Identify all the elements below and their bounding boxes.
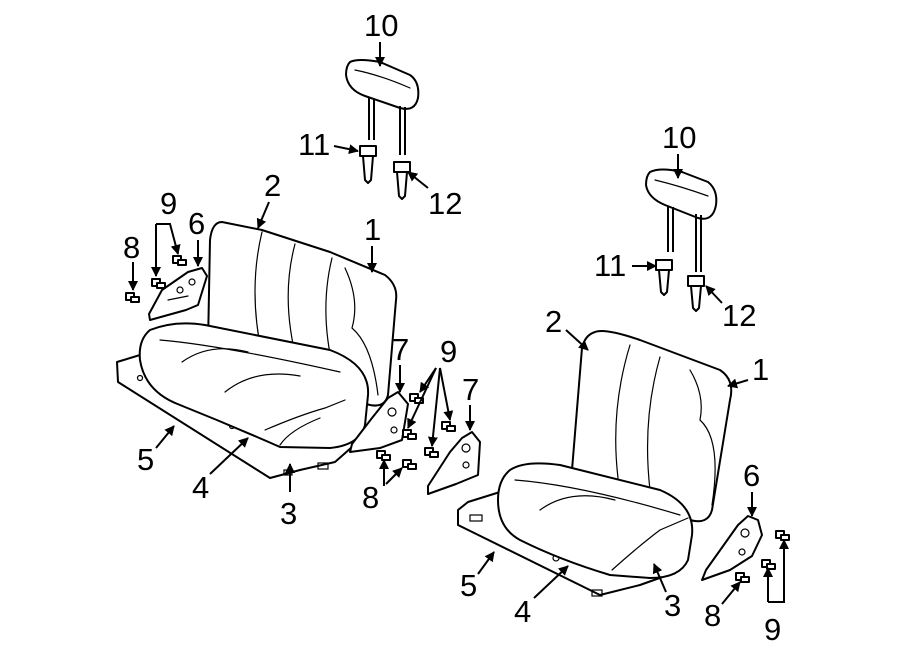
callout-11-left: 11 [298,127,330,162]
bucket-seat-assembly [457,330,790,597]
bolt [402,459,417,470]
bench-right-hinge-bracket [427,431,481,495]
bench-seat-assembly [116,221,481,495]
callout-3-left: 3 [280,496,297,531]
callout-8-left: 8 [123,230,140,265]
bench-left-hinge-bracket [148,267,208,321]
callout-12-right: 12 [722,298,756,333]
leader-lines [128,42,789,605]
callout-9-left: 9 [160,186,177,221]
right-headrest-assembly [645,168,718,312]
callout-5-left: 5 [137,442,154,477]
left-headrest-guide-11 [359,145,377,184]
bucket-frame-holes [469,514,603,597]
callout-1-left: 1 [364,212,381,247]
bucket-hinge-bracket [701,515,763,581]
callout-10-left: 10 [364,8,398,43]
callout-12-left: 12 [428,186,462,221]
callout-6-right: 6 [743,458,760,493]
bucket-bolts [735,530,790,583]
bolt [376,450,391,461]
callout-11-right: 11 [594,248,626,283]
bolt [172,255,187,266]
callout-10-right: 10 [662,120,696,155]
callout-7-center: 7 [392,332,409,367]
bench-right-bracket-holes [461,443,471,469]
bolt [735,572,750,583]
callout-8-center: 8 [362,480,379,515]
right-headrest-guide-11 [655,259,673,296]
callout-4-left: 4 [192,470,209,505]
callout-4-right: 4 [514,594,531,629]
bench-seat-cushion [138,322,370,449]
right-headrest-guide-12 [687,275,705,312]
bench-bolts [125,255,456,470]
left-headrest [345,59,420,110]
left-headrest-assembly [345,59,420,200]
bolt [151,278,166,289]
bench-cushion-seams [159,339,346,446]
callout-6-left: 6 [188,206,205,241]
bench-center-bracket-holes [387,407,398,434]
bucket-back-seams [615,344,716,506]
bucket-cushion-seams [514,479,689,571]
callout-5-right: 5 [460,568,477,603]
callout-7-right: 7 [462,372,479,407]
callout-2-left: 2 [264,168,281,203]
bolt [775,530,790,541]
bolt [402,429,417,440]
callout-2-right: 2 [545,304,562,339]
bucket-bracket-holes [738,528,750,556]
callout-labels: 10 11 12 2 1 9 6 8 7 9 7 5 4 3 8 10 11 1… [123,8,781,647]
callout-9-center: 9 [440,334,457,369]
callout-1-right: 1 [752,352,769,387]
bench-center-hinge-bracket [349,391,409,453]
bolt [761,559,776,570]
bolt [441,421,456,432]
bench-left-bracket-holes [167,278,196,301]
bolt [424,447,439,458]
bucket-seat-cushion [497,462,694,579]
callout-9-right: 9 [764,612,781,647]
callout-3-right: 3 [664,588,681,623]
right-headrest [645,168,718,220]
callout-8-right: 8 [704,598,721,633]
left-headrest-guide-12 [393,161,411,200]
bolt [125,292,140,303]
